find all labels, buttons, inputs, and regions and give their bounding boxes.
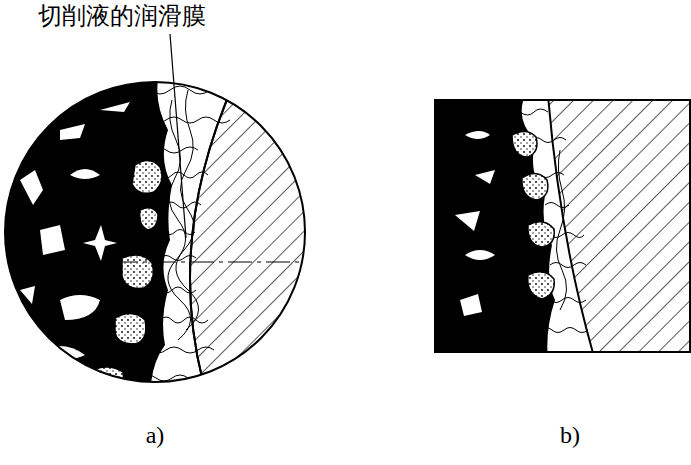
wheel-section-b [435,100,690,352]
leader-line [170,34,186,238]
figure-caption: a) [146,422,165,448]
callout-label: 切削液的润滑膜 [38,3,206,29]
wheel-section-a [0,70,350,400]
figure-caption: b) [560,422,580,448]
